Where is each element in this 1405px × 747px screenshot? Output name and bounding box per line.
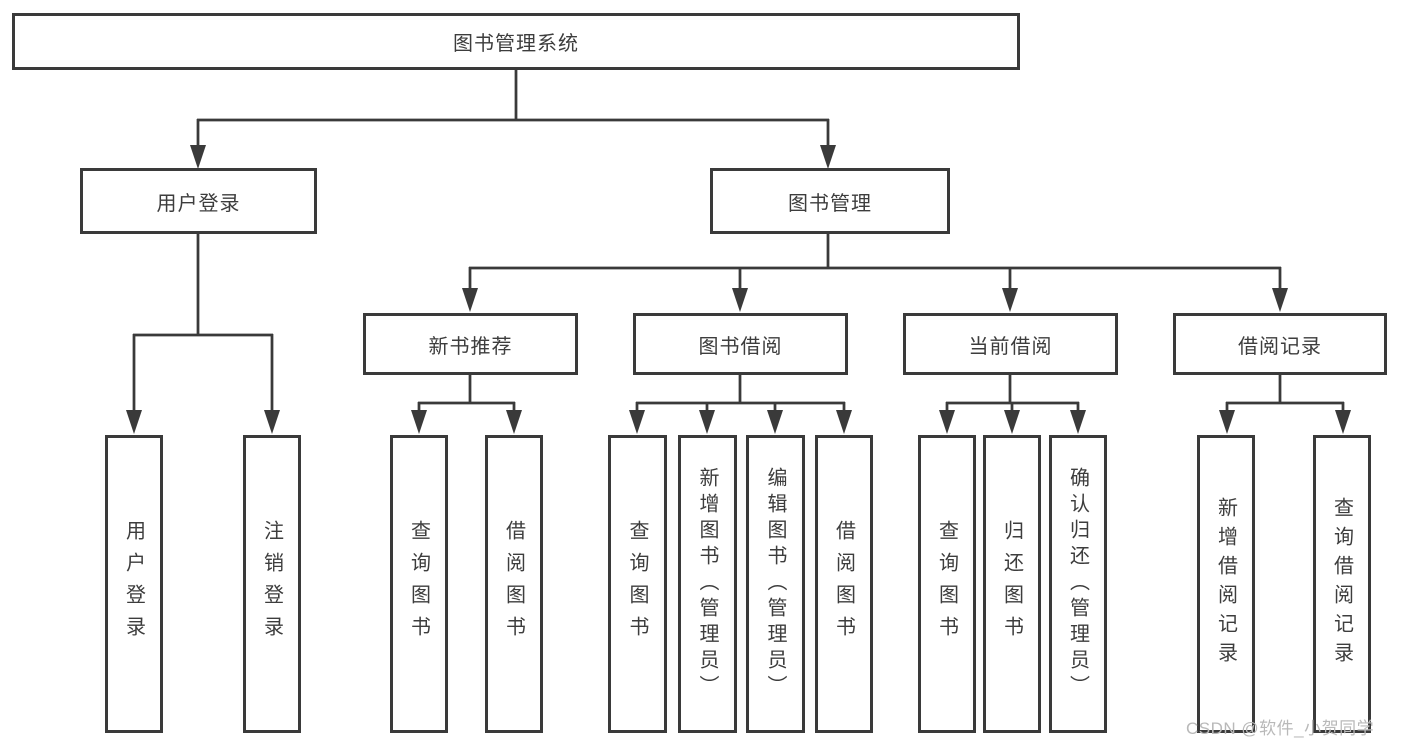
leaf-borrow-query-books: 查询图书 bbox=[608, 435, 667, 733]
leaf-current-confirm-return-admin: 确认归还（管理员） bbox=[1049, 435, 1107, 733]
node-current-borrow-label: 当前借阅 bbox=[968, 335, 1053, 358]
node-new-books-label: 新书推荐 bbox=[428, 335, 513, 358]
leaf-records-query-record: 查询借阅记录 bbox=[1313, 435, 1371, 733]
node-user-login: 用户登录 bbox=[80, 168, 317, 234]
leaf-current-return-books: 归还图书 bbox=[983, 435, 1041, 733]
leaf-records-add-record: 新增借阅记录 bbox=[1197, 435, 1255, 733]
leaf-newbooks-query-books: 查询图书 bbox=[390, 435, 448, 733]
node-book-mgmt: 图书管理 bbox=[710, 168, 950, 234]
leaf-newbooks-query-books-label: 查询图书 bbox=[407, 520, 430, 648]
node-current-borrow: 当前借阅 bbox=[903, 313, 1118, 375]
leaf-borrow-add-books-admin-label: 新增图书（管理员） bbox=[696, 467, 718, 701]
leaf-user-login: 用户登录 bbox=[105, 435, 163, 733]
leaf-user-login-label: 用户登录 bbox=[122, 520, 145, 648]
node-book-borrow: 图书借阅 bbox=[633, 313, 848, 375]
node-new-books: 新书推荐 bbox=[363, 313, 578, 375]
leaf-logout-label: 注销登录 bbox=[260, 520, 283, 648]
leaf-borrow-borrow-books-label: 借阅图书 bbox=[832, 520, 855, 648]
node-book-borrow-label: 图书借阅 bbox=[698, 335, 783, 358]
node-root: 图书管理系统 bbox=[12, 13, 1020, 70]
node-book-mgmt-label: 图书管理 bbox=[788, 192, 872, 215]
leaf-borrow-edit-books-admin: 编辑图书（管理员） bbox=[746, 435, 805, 733]
leaf-newbooks-borrow-books-label: 借阅图书 bbox=[502, 520, 525, 648]
leaf-records-add-record-label: 新增借阅记录 bbox=[1214, 497, 1237, 671]
leaf-records-query-record-label: 查询借阅记录 bbox=[1330, 497, 1353, 671]
node-user-login-label: 用户登录 bbox=[156, 192, 241, 215]
leaf-newbooks-borrow-books: 借阅图书 bbox=[485, 435, 543, 733]
node-borrow-records: 借阅记录 bbox=[1173, 313, 1387, 375]
leaf-borrow-borrow-books: 借阅图书 bbox=[815, 435, 873, 733]
csdn-watermark: CSDN @软件_小贺同学 bbox=[1186, 719, 1375, 738]
leaf-borrow-query-books-label: 查询图书 bbox=[626, 520, 648, 648]
node-root-label: 图书管理系统 bbox=[453, 33, 579, 55]
leaf-current-query-books-label: 查询图书 bbox=[935, 520, 958, 648]
leaf-logout: 注销登录 bbox=[243, 435, 301, 733]
leaf-current-query-books: 查询图书 bbox=[918, 435, 976, 733]
leaf-borrow-edit-books-admin-label: 编辑图书（管理员） bbox=[764, 467, 786, 701]
leaf-current-confirm-return-admin-label: 确认归还（管理员） bbox=[1066, 467, 1089, 701]
node-borrow-records-label: 借阅记录 bbox=[1238, 335, 1322, 358]
leaf-borrow-add-books-admin: 新增图书（管理员） bbox=[678, 435, 737, 733]
leaf-current-return-books-label: 归还图书 bbox=[1000, 520, 1023, 648]
